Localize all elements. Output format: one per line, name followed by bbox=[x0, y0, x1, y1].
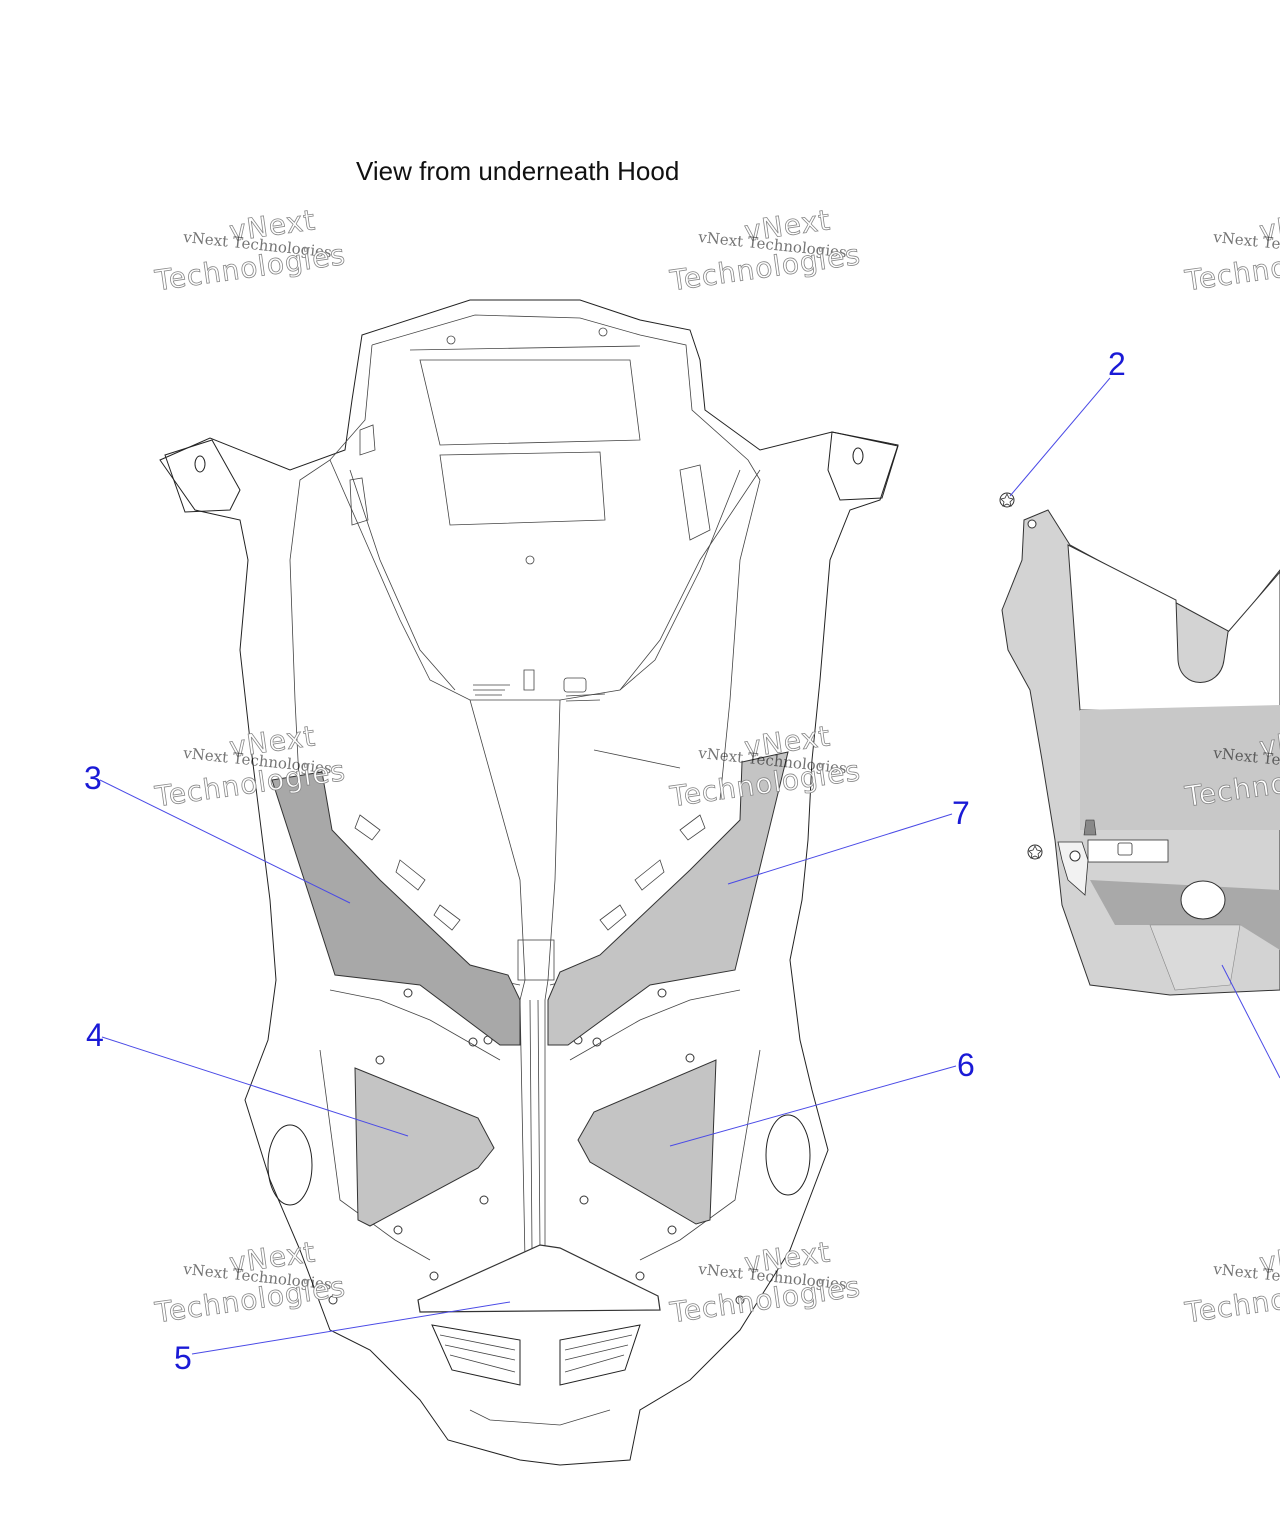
callout-6[interactable]: 6 bbox=[957, 1047, 975, 1083]
leader-6 bbox=[669, 1065, 957, 1147]
fastener-2-lower bbox=[1027, 844, 1043, 860]
panel-6 bbox=[577, 1059, 717, 1225]
leader-7 bbox=[727, 813, 953, 885]
skid-plate-drawing bbox=[999, 492, 1280, 996]
leader-2 bbox=[1009, 377, 1111, 497]
callout-4[interactable]: 4 bbox=[86, 1017, 104, 1053]
leader-5 bbox=[191, 1301, 511, 1355]
callout-5[interactable]: 5 bbox=[174, 1340, 192, 1376]
panel-7 bbox=[547, 751, 789, 1046]
panel-4 bbox=[354, 1067, 495, 1227]
callout-3[interactable]: 3 bbox=[84, 760, 102, 796]
leader-right-part bbox=[1221, 964, 1280, 1079]
panel-3 bbox=[271, 771, 521, 1046]
leader-4 bbox=[101, 1036, 409, 1137]
panel-5 bbox=[417, 1244, 661, 1313]
callout-2[interactable]: 2 bbox=[1108, 346, 1126, 382]
leader-3 bbox=[99, 779, 351, 904]
fastener-2-top bbox=[999, 492, 1015, 508]
callout-7[interactable]: 7 bbox=[952, 795, 970, 831]
view-title: View from underneath Hood bbox=[356, 156, 680, 186]
